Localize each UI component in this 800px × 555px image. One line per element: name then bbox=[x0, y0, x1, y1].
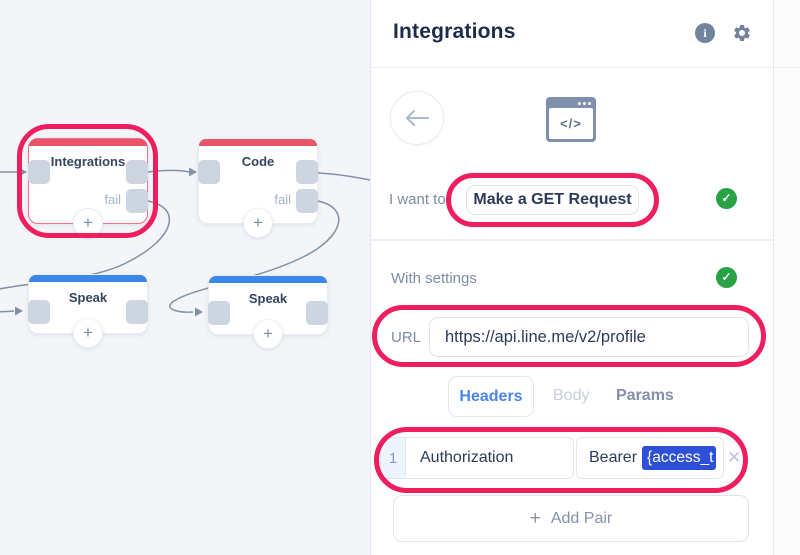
input-port[interactable] bbox=[28, 300, 50, 324]
tab-headers[interactable]: Headers bbox=[448, 376, 534, 417]
back-button[interactable] bbox=[390, 91, 444, 145]
pair-index: 1 bbox=[380, 437, 406, 479]
editor-panel: Integrations i </> I want to Make a GET … bbox=[370, 0, 800, 555]
add-step-button[interactable]: + bbox=[73, 208, 103, 238]
node-speak-2[interactable]: Speak + bbox=[208, 275, 328, 349]
node-color-bar bbox=[29, 139, 147, 146]
fail-port-label: fail bbox=[104, 192, 121, 207]
node-title: Speak bbox=[248, 291, 288, 306]
add-pair-button[interactable]: + Add Pair bbox=[393, 495, 749, 542]
add-step-button[interactable]: + bbox=[253, 319, 283, 349]
code-block-icon: </> bbox=[546, 97, 596, 142]
output-port[interactable] bbox=[306, 301, 328, 325]
pair-key-input[interactable]: Authorization bbox=[405, 437, 574, 479]
node-title: Integrations bbox=[50, 154, 126, 169]
output-port[interactable] bbox=[126, 160, 148, 184]
fail-port[interactable] bbox=[296, 189, 318, 213]
node-title: Speak bbox=[68, 290, 108, 305]
gear-icon[interactable] bbox=[732, 23, 752, 43]
scrollbar-gutter[interactable] bbox=[773, 0, 800, 555]
header-pair-row: 1 Authorization Bearer {access_t bbox=[380, 437, 724, 479]
intent-valid-check-icon: ✓ bbox=[716, 188, 737, 209]
url-label: URL bbox=[391, 329, 422, 346]
plus-icon: + bbox=[529, 507, 541, 529]
add-step-button[interactable]: + bbox=[243, 208, 273, 238]
flow-canvas[interactable]: Integrations fail + Code fail + Speak + bbox=[0, 0, 370, 555]
add-step-button[interactable]: + bbox=[73, 318, 103, 348]
back-arrow-icon bbox=[406, 110, 429, 126]
fail-port[interactable] bbox=[126, 189, 148, 213]
output-port[interactable] bbox=[296, 160, 318, 184]
url-input[interactable]: https://api.line.me/v2/profile bbox=[429, 317, 749, 357]
output-port[interactable] bbox=[126, 300, 148, 324]
info-icon[interactable]: i bbox=[695, 23, 715, 43]
intent-select-button[interactable]: Make a GET Request bbox=[466, 185, 639, 215]
panel-header: Integrations i bbox=[371, 0, 800, 68]
node-integrations[interactable]: Integrations fail + bbox=[28, 138, 148, 238]
tab-params[interactable]: Params bbox=[616, 387, 674, 404]
section-divider bbox=[371, 239, 773, 241]
pair-value-input[interactable]: Bearer {access_t bbox=[576, 437, 724, 479]
settings-valid-check-icon: ✓ bbox=[716, 267, 737, 288]
node-title: Code bbox=[241, 154, 275, 169]
input-port[interactable] bbox=[198, 160, 220, 184]
delete-pair-icon[interactable]: ✕ bbox=[727, 448, 742, 467]
node-color-bar bbox=[199, 139, 317, 146]
panel-title: Integrations bbox=[393, 20, 516, 43]
settings-label: With settings bbox=[391, 270, 477, 287]
node-color-bar bbox=[209, 276, 327, 283]
fail-port-label: fail bbox=[274, 192, 291, 207]
intent-label: I want to bbox=[389, 191, 446, 208]
input-port[interactable] bbox=[208, 301, 230, 325]
node-speak-1[interactable]: Speak + bbox=[28, 274, 148, 348]
node-color-bar bbox=[29, 275, 147, 282]
variable-token-pill[interactable]: {access_t bbox=[642, 446, 717, 470]
code-glyph: </> bbox=[549, 108, 593, 139]
input-port[interactable] bbox=[28, 160, 50, 184]
window-dots bbox=[549, 100, 593, 108]
add-pair-label: Add Pair bbox=[550, 509, 613, 527]
pair-value-text: Bearer bbox=[589, 449, 638, 466]
node-code[interactable]: Code fail + bbox=[198, 138, 318, 238]
tab-body[interactable]: Body bbox=[553, 387, 590, 404]
